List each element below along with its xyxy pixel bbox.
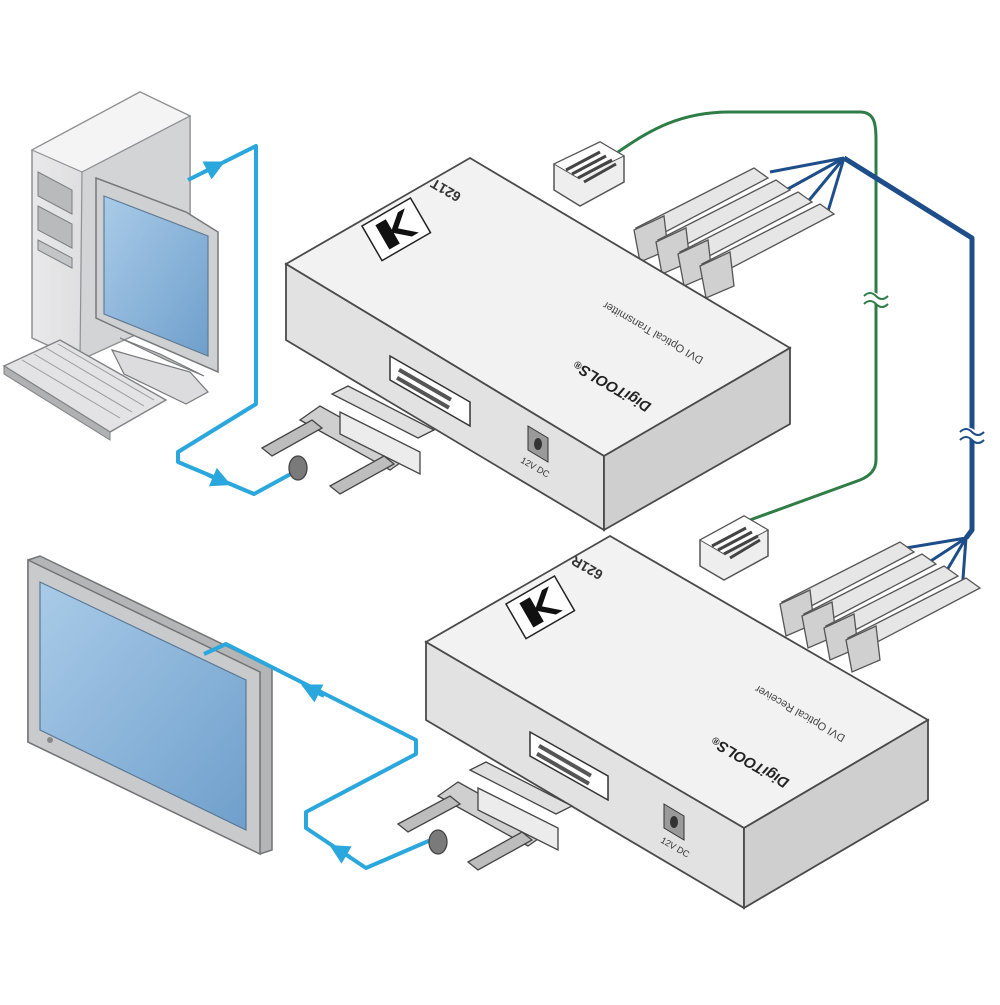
rj45-connector-icon-receiver [698,515,770,581]
dvi-cable-source [176,144,299,496]
monitor-icon [95,176,219,405]
fiber-connector-icon-receiver [779,541,982,673]
kramer-logo-icon [360,196,432,262]
power-jack-icon [527,425,549,463]
fiber-connector-icon [633,167,836,299]
power-jack-icon-receiver [663,803,685,841]
receiver-device: 621R DVI Optical Receiver DigiTOOLS® 12V… [424,534,930,910]
transmitter-device: 621T DVI Optical Transmitter DigiTOOLS® … [284,156,792,532]
keyboard-icon [2,339,168,441]
green-cable [617,110,894,522]
dvi-cable-display [203,642,441,870]
flat-display-icon [27,555,273,856]
dvi-connector-icon-receiver [396,761,574,871]
rj45-connector-icon [552,141,626,207]
kramer-logo-icon-receiver [504,574,576,640]
dvi-connector-icon [260,385,436,495]
